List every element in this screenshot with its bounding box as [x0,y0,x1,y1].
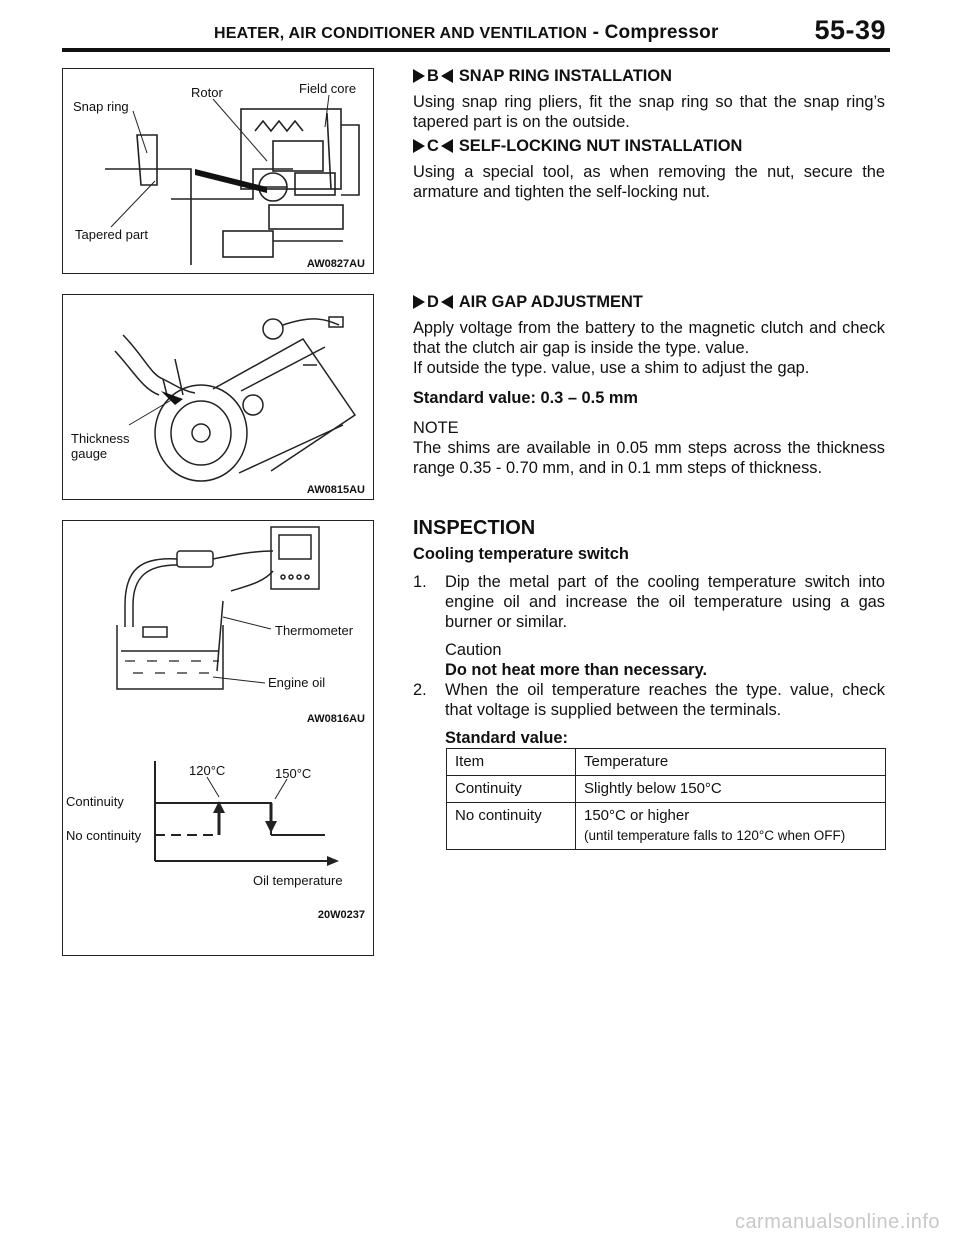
note-text: The shims are available in 0.05 mm steps… [413,439,885,477]
figure-thickness-gauge: Thickness gauge AW0815AU [62,294,374,500]
table-row: Continuity Slightly below 150°C [446,775,886,803]
section-body: Apply voltage from the battery to the ma… [413,319,885,357]
triangle-right-icon [413,139,425,153]
label-rotor: Rotor [191,85,223,100]
section-body-2: If outside the type. value, use a shim t… [413,359,810,377]
test-setup-illustration [116,526,339,866]
section-title: SNAP RING INSTALLATION [458,67,672,85]
table-row: No continuity 150°C or higher (until tem… [446,802,886,850]
header-section: HEATER, AIR CONDITIONER AND VENTILATION [214,25,588,42]
section-body: Using snap ring pliers, fit the snap rin… [413,93,885,131]
table-cell: No continuity [446,802,576,850]
table-header-cell: Item [446,748,576,776]
compressor-illustration [114,316,357,482]
label-oil-temperature: Oil temperature [253,873,343,888]
figure-temperature-switch: Thermometer Engine oil AW0816AU 120°C 15… [62,520,374,956]
section-body: Using a special tool, as when removing t… [413,163,885,201]
figure-code: AW0827AU [306,258,365,270]
section-title: AIR GAP ADJUSTMENT [458,293,643,311]
figure-code: AW0816AU [306,713,365,725]
label-thickness: Thickness [71,431,130,446]
label-gauge: gauge [71,446,108,461]
header-rule [62,48,890,52]
figure-code: 20W0237 [317,909,365,921]
footer-watermark: carmanualsonline.info [734,1211,940,1233]
label-continuity: Continuity [66,794,124,809]
label-no-continuity: No continuity [66,828,142,843]
step-1: 1. Dip the metal part of the cooling tem… [413,573,885,631]
table-cell: Continuity [446,775,576,803]
triangle-right-icon [413,295,425,309]
standard-value-label: Standard value: [445,729,568,747]
triangle-right-icon [413,69,425,83]
inspection-subtitle: Cooling temperature switch [413,545,629,563]
snap-ring-illustration [105,94,360,265]
figure-code: AW0815AU [306,484,365,496]
header-title: HEATER, AIR CONDITIONER AND VENTILATION … [214,22,719,43]
note-label: NOTE [413,419,459,437]
triangle-left-icon [440,139,453,153]
page-number: 55-39 [814,15,886,45]
label-tapered-part: Tapered part [75,227,148,242]
label-engine-oil: Engine oil [268,675,326,690]
table-cell: Slightly below 150°C [575,775,886,803]
inspection-title: INSPECTION [413,517,536,539]
section-title: SELF-LOCKING NUT INSTALLATION [458,137,743,155]
label-field-core: Field core [299,81,357,96]
triangle-left-icon [440,69,453,83]
standard-value-table: Item Temperature Continuity Slightly bel… [446,748,886,850]
header-subsection: Compressor [604,22,719,43]
label-120c: 120°C [189,763,226,778]
table-header-row: Item Temperature [446,748,886,776]
caution-label: Caution [445,641,502,659]
label-snap-ring: Snap ring [73,99,129,114]
label-thermometer: Thermometer [275,623,354,638]
page-header: HEATER, AIR CONDITIONER AND VENTILATION … [62,14,890,52]
step-2: 2. When the oil temperature reaches the … [413,681,885,719]
table-header-cell: Temperature [575,748,886,776]
table-cell: 150°C or higher (until temperature falls… [575,802,886,850]
figure-snap-ring: Snap ring Rotor Field core Tapered part … [62,68,374,274]
caution-text: Do not heat more than necessary. [445,661,708,679]
caution-block: Caution Do not heat more than necessary. [413,640,885,680]
standard-value: Standard value: 0.3 – 0.5 mm [413,389,639,407]
label-150c: 150°C [275,766,312,781]
triangle-left-icon [440,295,453,309]
section-inspection: INSPECTION Cooling temperature switch 1.… [413,518,885,748]
